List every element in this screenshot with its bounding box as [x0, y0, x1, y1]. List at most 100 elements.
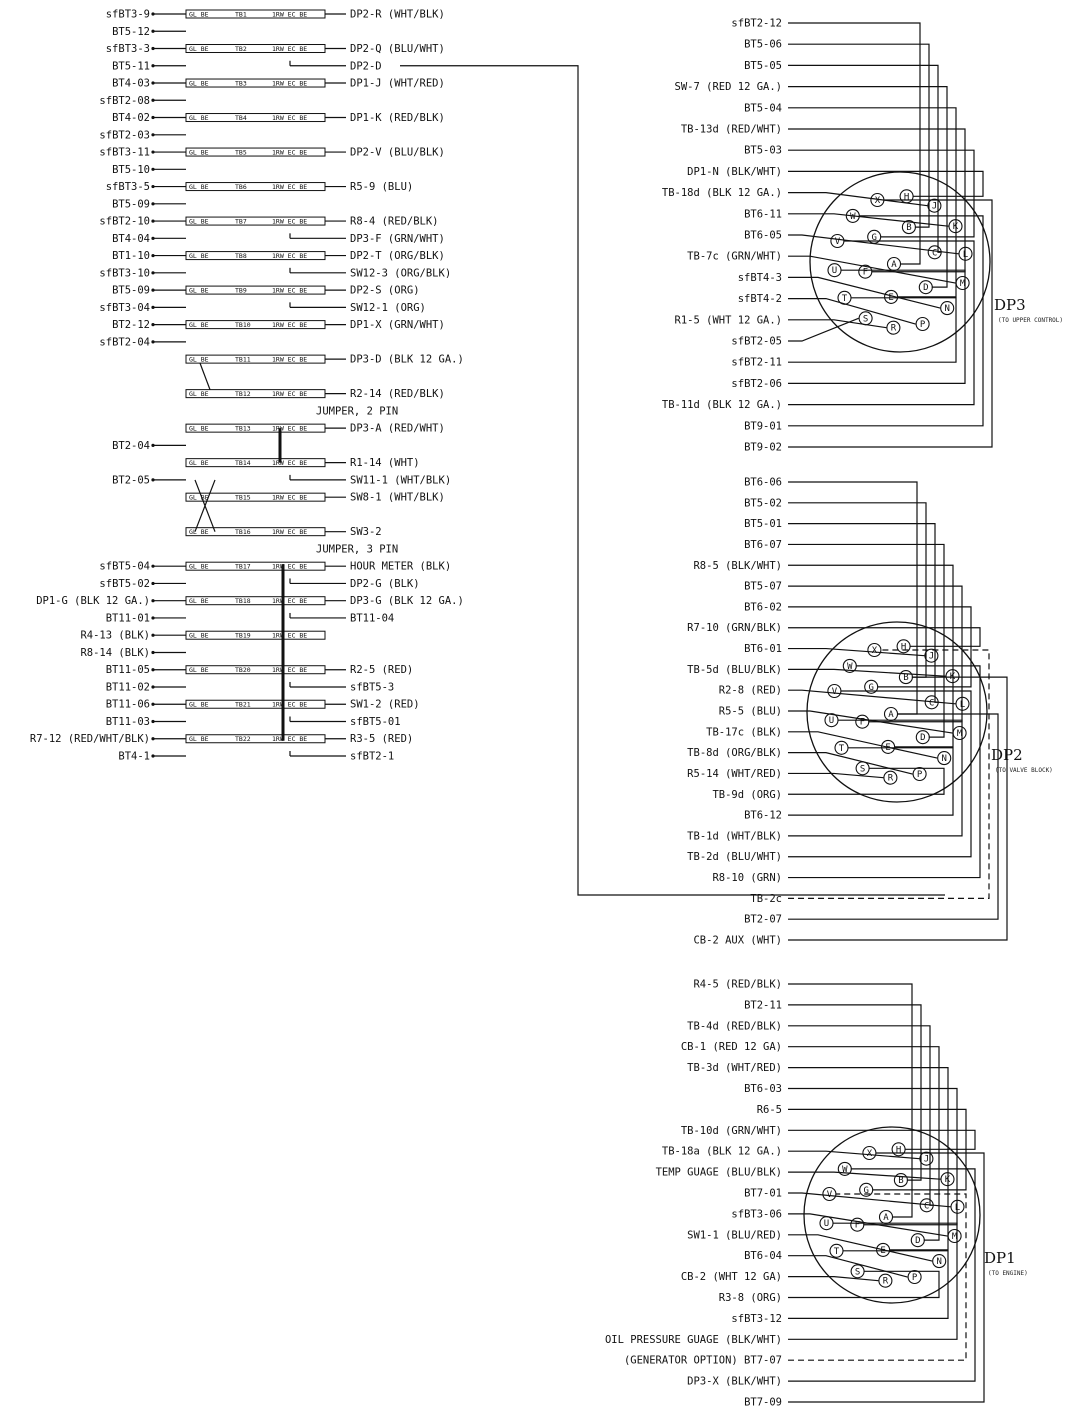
- connector-pin: [912, 766, 927, 782]
- connector-wire-label: R4-5 (RED/BLK): [693, 979, 913, 1218]
- left-lead-dot: [151, 581, 155, 586]
- wire-label: SW-7 (RED 12 GA.): [675, 81, 782, 93]
- left-lead-dot: [151, 115, 155, 120]
- wire-label: CB-2 AUX (WHT): [693, 935, 782, 947]
- wire-route: [788, 276, 941, 309]
- right-label: R5-9 (BLU): [350, 181, 413, 193]
- connector-wire-label: TB-18d (BLK 12 GA.): [662, 187, 928, 207]
- block-id: TB19: [235, 632, 251, 640]
- left-label: BT11-02: [106, 681, 150, 693]
- block-prefix: GL BE: [189, 252, 209, 260]
- block-prefix: GL BE: [189, 10, 209, 18]
- block-id: TB10: [235, 321, 251, 329]
- block-prefix: GL BE: [189, 321, 209, 329]
- pin-letter: T: [839, 744, 845, 754]
- wire-route: [788, 713, 999, 920]
- wire-route: [788, 213, 949, 227]
- left-lead-dot: [151, 81, 155, 85]
- pin-letter: B: [903, 673, 908, 683]
- pin-letter: R: [891, 324, 897, 334]
- left-label: R8-14 (BLK): [80, 647, 150, 659]
- block-prefix: GL BE: [189, 632, 209, 640]
- block-id: TB8: [235, 252, 247, 260]
- left-label: BT2-04: [112, 440, 150, 452]
- left-label: sfBT2-08: [99, 95, 150, 107]
- connector-wire-label: BT5-04: [744, 102, 957, 298]
- block-id: TB7: [235, 217, 247, 225]
- left-label: BT11-01: [106, 612, 150, 624]
- wire-label: TB-10d (GRN/WHT): [681, 1125, 782, 1137]
- connector-wire-label: TB-17c (BLK): [706, 726, 938, 759]
- connector-wire-label: BT2-11: [744, 999, 922, 1181]
- connector-wire-label: R5-5 (BLU): [719, 706, 953, 734]
- pin-letter: N: [944, 304, 949, 314]
- pin-letter: W: [842, 1165, 848, 1175]
- pin-letter: R: [888, 774, 894, 784]
- wire-route: [788, 665, 981, 879]
- wire-label: R4-5 (RED/BLK): [693, 979, 782, 991]
- pin-letter: H: [896, 1145, 901, 1155]
- wire-route: [788, 317, 859, 342]
- connector-name: DP1: [984, 1249, 1016, 1267]
- left-lead-dot: [151, 167, 155, 171]
- wire-route: [788, 107, 957, 298]
- left-label: BT11-06: [106, 699, 150, 711]
- left-label: sfBT2-04: [99, 336, 150, 348]
- wire-route: [788, 1270, 940, 1299]
- connector-pin: [940, 301, 955, 316]
- pin-letter: D: [920, 733, 925, 743]
- block-suffix: 1RW EC BE: [272, 252, 307, 260]
- block-id: TB5: [235, 148, 247, 156]
- left-label: sfBT2-10: [99, 216, 150, 228]
- wire-route: [788, 192, 928, 207]
- terminal-row-10: BT5-10: [112, 164, 186, 176]
- connector-pin: [878, 1273, 893, 1288]
- connector-pin: [932, 1254, 947, 1269]
- pin-letter: S: [863, 314, 868, 324]
- right-label: DP1-X (GRN/WHT): [350, 319, 445, 331]
- connector-wire-label: sfBT3-12: [731, 1250, 949, 1325]
- right-label: R1-14 (WHT): [350, 457, 420, 469]
- left-label: BT4-04: [112, 233, 150, 245]
- connector-wire-label: R8-10 (GRN): [712, 665, 981, 884]
- wire-label: TB-11d (BLK 12 GA.): [662, 399, 782, 411]
- connector-subtitle: (TO UPPER CONTROL): [998, 317, 1063, 324]
- block-prefix: GL BE: [189, 459, 209, 467]
- wire-label: BT7-09: [744, 1397, 782, 1408]
- right-label: R2-5 (RED): [350, 664, 413, 676]
- wire-label: R7-10 (GRN/BLK): [687, 622, 782, 634]
- terminal-block: [185, 630, 326, 640]
- pin-letter: T: [842, 294, 848, 304]
- block-prefix: GL BE: [189, 114, 209, 122]
- connector-wire-label: CB-2 (WHT 12 GA): [681, 1271, 879, 1283]
- left-label: sfBT2-03: [99, 129, 150, 141]
- connector-wire-label: TB-3d (WHT/RED): [687, 1062, 949, 1251]
- connector-name: DP3: [994, 296, 1026, 314]
- block-suffix: 1RW EC BE: [272, 666, 307, 674]
- wire-label: BT9-02: [744, 442, 782, 454]
- right-label: DP3-D (BLK 12 GA.): [350, 354, 464, 366]
- block-prefix: GL BE: [189, 356, 209, 364]
- connector-wire-label: TB-7c (GRN/WHT): [687, 251, 956, 284]
- block-prefix: GL BE: [189, 390, 209, 398]
- left-lead-dot: [151, 323, 155, 327]
- right-label: DP3-F (GRN/WHT): [350, 233, 445, 245]
- wire-label: R2-8 (RED): [719, 685, 782, 697]
- connector-wire-label: CB-2 AUX (WHT): [693, 676, 1008, 947]
- pin-letter: S: [860, 764, 865, 774]
- pin-letter: J: [929, 652, 934, 662]
